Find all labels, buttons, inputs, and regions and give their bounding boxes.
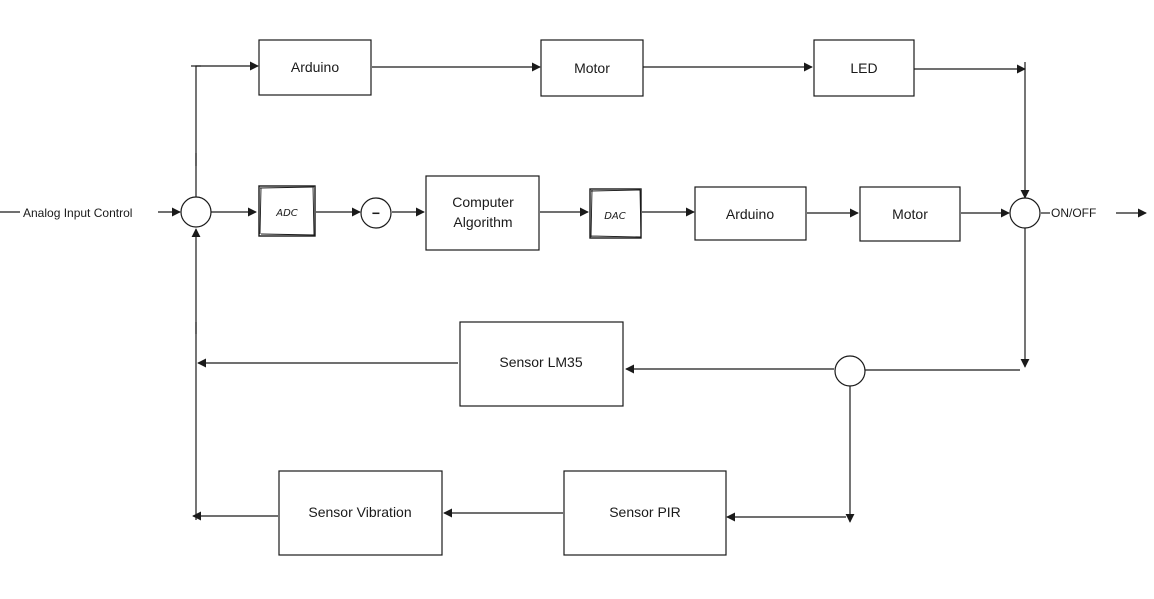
adc-block: ADC	[258, 185, 316, 237]
mid-motor-block: Motor	[859, 186, 961, 242]
top-led-block: LED	[813, 39, 915, 97]
top-arduino-label: Arduino	[291, 59, 339, 75]
on-off-label: ON/OFF	[1051, 206, 1096, 220]
sensor-pir-label: Sensor PIR	[609, 504, 681, 520]
algo-label-line2: Algorithm	[453, 214, 512, 230]
sensor-vibration-block: Sensor Vibration	[278, 470, 443, 556]
adc-label: ADC	[275, 208, 298, 219]
junction-to-top-wire	[195, 61, 259, 197]
feedback-junction	[834, 355, 866, 387]
top-arduino-block: Arduino	[258, 39, 372, 96]
computer-algorithm-block: Computer Algorithm	[425, 175, 540, 251]
top-led-label: LED	[850, 60, 877, 76]
mid-arduino-label: Arduino	[726, 206, 774, 222]
sensor-lm35-label: Sensor LM35	[499, 354, 582, 370]
mid-arduino-block: Arduino	[694, 186, 807, 241]
top-motor-label: Motor	[574, 60, 610, 76]
minus-symbol: −	[372, 205, 380, 221]
algo-label-line1: Computer	[452, 194, 514, 210]
dac-block: DAC	[589, 188, 642, 239]
minus-junction: −	[360, 197, 392, 229]
output-summing-junction	[1009, 197, 1041, 229]
input-summing-junction	[180, 196, 212, 228]
sensor-pir-block: Sensor PIR	[563, 470, 727, 556]
top-motor-block: Motor	[540, 39, 644, 97]
dac-label: DAC	[604, 211, 626, 222]
sensor-vibration-label: Sensor Vibration	[308, 504, 411, 520]
sensor-lm35-block: Sensor LM35	[459, 321, 624, 407]
analog-input-label: Analog Input Control	[23, 206, 132, 220]
mid-motor-label: Motor	[892, 206, 928, 222]
